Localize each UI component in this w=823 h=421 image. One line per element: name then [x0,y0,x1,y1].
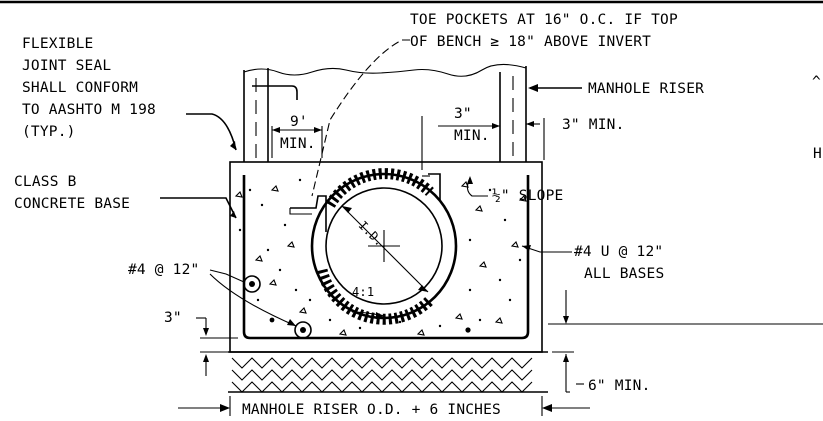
rebar-circle-left [243,275,261,293]
edge-char-2: H [813,146,822,162]
inside-diameter-label: I.D. [356,218,387,249]
rebar-circle-bottom [294,321,312,339]
class-b-label-2: CONCRETE BASE [14,196,130,212]
min-top-label: MIN. [454,128,490,144]
bench-slope-ratio-label: 4:1 [352,285,374,299]
six-min-label: 6" MIN. [588,378,651,394]
half-slope-label: ½" SLOPE [492,188,563,204]
three-top-label: 3" [454,106,472,122]
bottom-dimension-label: MANHOLE RISER O.D. + 6 INCHES [242,402,501,418]
edge-char-1: ^ [812,74,821,90]
flexible-joint-label-1: FLEXIBLE [22,36,93,52]
three-min-right-label: 3" MIN. [562,117,625,133]
rebar-spacing-label: #4 @ 12" [128,262,199,278]
flexible-joint-label-4: TO AASHTO M 198 [22,102,156,118]
class-b-label-1: CLASS B [14,174,77,190]
min-left-label: MIN. [280,136,316,152]
manhole-riser-walls [243,63,527,162]
three-left-label: 3" [164,310,182,326]
toe-pockets-label-line1: TOE POCKETS AT 16" O.C. IF TOP [410,12,678,28]
flexible-joint-label-5: (TYP.) [22,124,76,140]
leaders-and-dimensions [160,39,823,416]
ground-hatch [228,351,548,393]
toe-pockets-label-line2: OF BENCH ≥ 18" ABOVE INVERT [410,34,651,50]
nine-dim-label: 9' [290,114,308,130]
flexible-joint-label-3: SHALL CONFORM [22,80,138,96]
pipe-section [310,168,458,325]
toe-pocket [289,195,327,232]
manhole-riser-label: MANHOLE RISER [588,81,704,97]
annotation-labels: TOE POCKETS AT 16" O.C. IF TOP OF BENCH … [14,12,822,418]
u-bar-label-2: ALL BASES [584,266,664,282]
flexible-joint-label-2: JOINT SEAL [22,58,111,74]
u-bar-label-1: #4 U @ 12" [574,244,663,260]
